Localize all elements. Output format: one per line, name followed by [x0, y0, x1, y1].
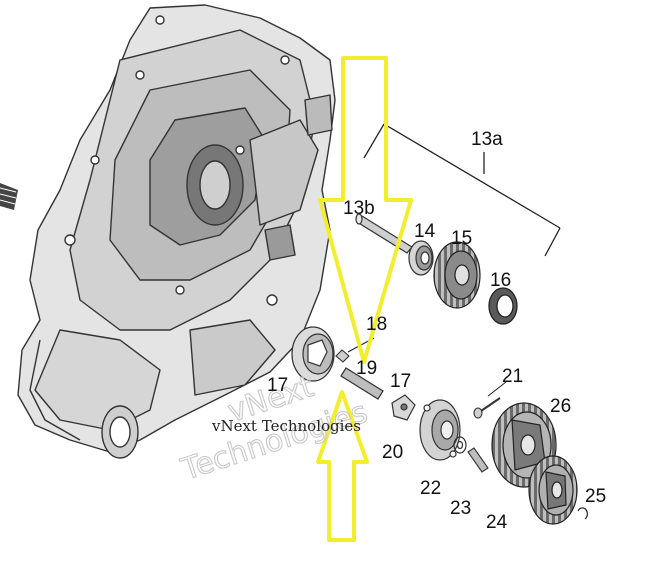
callout-14: 14: [414, 221, 436, 242]
callout-24: 24: [486, 512, 508, 533]
callout-19: 19: [356, 358, 377, 379]
callout-13b: 13b: [343, 198, 375, 219]
highlight-arrow-down: [318, 56, 413, 364]
crankcase-housing: [17, 4, 336, 459]
callout-20: 20: [382, 442, 403, 463]
part-22-washer: [453, 436, 467, 454]
highlight-arrow-up: [316, 390, 369, 542]
watermark-small: vNext Technologies: [211, 417, 361, 435]
callout-labels: 13a 13b 14 15 16 18 19 17 17 21 26 20 22…: [267, 129, 606, 533]
part-17-rotor-right: [391, 394, 416, 421]
callout-16: 16: [490, 270, 511, 291]
callout-26: 26: [550, 396, 571, 417]
part-16-seal: [488, 287, 518, 325]
part-14-bearing: [408, 240, 434, 276]
part-18-pin: [335, 349, 350, 363]
callout-18: 18: [366, 314, 387, 335]
part-17-rotor-left: [291, 326, 335, 382]
hatched-fragment: [0, 183, 18, 210]
callout-13a: 13a: [471, 129, 503, 150]
callout-21: 21: [502, 366, 523, 387]
callout-17-right: 17: [390, 371, 411, 392]
bracket-13a: [363, 123, 561, 257]
part-21-screw: [473, 397, 501, 419]
callout-25: 25: [585, 486, 606, 507]
callout-15: 15: [451, 228, 472, 249]
part-23-pin: [467, 447, 489, 473]
part-15-gear: [433, 241, 481, 309]
part-24-gear: [528, 455, 578, 525]
callout-22: 22: [420, 478, 441, 499]
part-20-pump-cover: [419, 399, 461, 461]
part-19-shaft: [340, 367, 384, 400]
part-25-clip: [577, 507, 589, 520]
callout-17-left: 17: [267, 375, 288, 396]
callout-23: 23: [450, 498, 471, 519]
